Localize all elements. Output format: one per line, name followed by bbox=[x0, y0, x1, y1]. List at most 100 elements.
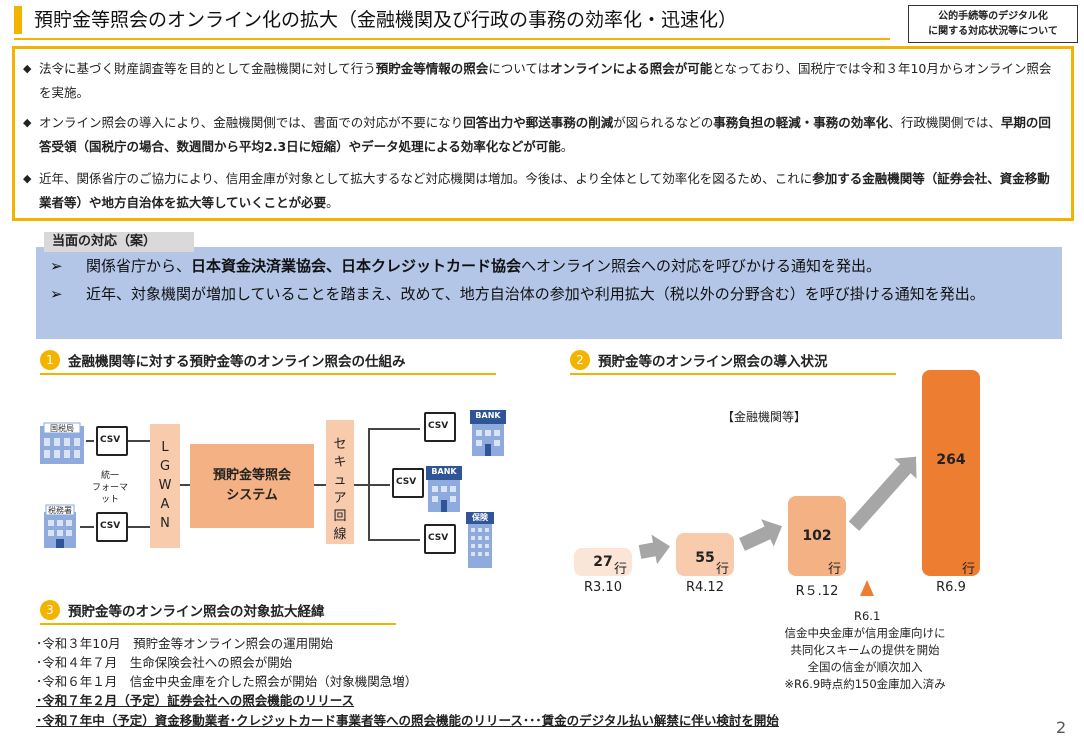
lgwan-char: L bbox=[161, 440, 169, 455]
section-underline bbox=[570, 373, 896, 375]
title-underline bbox=[14, 38, 890, 40]
bar-R５.12 bbox=[788, 496, 846, 576]
section-number: 2 bbox=[570, 350, 590, 370]
connector-line bbox=[354, 484, 368, 486]
annotation-marker-icon bbox=[860, 580, 874, 596]
tax-office-label: 税務署 bbox=[48, 506, 72, 515]
bar-R3.10 bbox=[574, 548, 632, 576]
inquiry-system-box: 預貯金等照会 システム bbox=[190, 444, 314, 528]
secure-char: 回 bbox=[333, 509, 347, 524]
connector-line bbox=[368, 428, 420, 430]
bank-building-icon: BANK bbox=[470, 410, 506, 456]
csv-label: CSV bbox=[428, 421, 449, 431]
summary-text: 法令に基づく財産調査等を目的として金融機関に対して行う bbox=[39, 61, 376, 76]
page-number: 2 bbox=[1056, 718, 1067, 737]
summary-text: 。 bbox=[560, 139, 574, 154]
bar-unit-label: 行 bbox=[962, 562, 976, 577]
summary-bold: 事務負担の軽減・事務の効率化 bbox=[713, 115, 889, 130]
summary-text: については bbox=[488, 61, 551, 76]
header-badge-line2: に関する対応状況等について bbox=[928, 26, 1058, 37]
summary-bold: 早期の回答受領（国税庁の場合、数週間から平均2.3日に短縮）やデータ処理による効… bbox=[39, 115, 1051, 154]
bar-R4.12 bbox=[676, 533, 734, 576]
bar-value-label: 102 bbox=[802, 528, 832, 545]
summary-item-2: ◆ オンライン照会の導入により、金融機関側では、書面での対応が不要になり回答出力… bbox=[23, 111, 1059, 159]
response-item-1: ➢ 関係省庁から、日本資金決済業協会、日本クレジットカード協会へオンライン照会へ… bbox=[50, 253, 1046, 279]
arrow-bullet-icon: ➢ bbox=[50, 257, 63, 275]
connector-line bbox=[368, 484, 390, 486]
summary-box: ◆ 法令に基づく財産調査等を目的として金融機関に対して行う預貯金等情報の照会につ… bbox=[12, 46, 1074, 221]
summary-text: 。 bbox=[326, 195, 339, 210]
secure-char: 線 bbox=[333, 527, 347, 542]
summary-item-3: ◆ 近年、関係省庁のご協力により、信用金庫が対象として拡大するなど対応機関は増加… bbox=[23, 167, 1059, 215]
connector-line bbox=[180, 484, 190, 486]
annotation-label: R6.1 bbox=[854, 609, 881, 623]
csv-file-icon: CSV bbox=[392, 468, 424, 498]
unified-format-label: 統一 フォーマット bbox=[88, 470, 132, 506]
annotation-line: ※R6.9時点約150金庫加入済み bbox=[784, 677, 946, 691]
diamond-bullet-icon: ◆ bbox=[23, 172, 32, 185]
secure-char: セ bbox=[333, 437, 347, 452]
csv-file-icon: CSV bbox=[424, 524, 456, 554]
growth-arrow-icon bbox=[848, 456, 917, 531]
bank-label: BANK bbox=[431, 467, 457, 476]
header-badge: 公的手続等のデジタル化 に関する対応状況等について bbox=[908, 5, 1078, 43]
summary-bold: オンラインによる照会が可能 bbox=[550, 61, 713, 76]
tax-agency-building-icon: 国税局 bbox=[38, 422, 86, 464]
connector-line bbox=[368, 539, 420, 541]
header-badge-line1: 公的手続等のデジタル化 bbox=[938, 11, 1048, 22]
summary-item-1: ◆ 法令に基づく財産調査等を目的として金融機関に対して行う預貯金等情報の照会につ… bbox=[23, 57, 1059, 105]
bank-building-icon: BANK bbox=[426, 466, 462, 512]
arrow-bullet-icon: ➢ bbox=[50, 285, 63, 303]
response-text: 関係省庁から、 bbox=[86, 257, 192, 275]
history-item: ･令和６年１月 信金中央金庫を介した照会が開始（対象機関急増） bbox=[36, 674, 418, 689]
lgwan-char: G bbox=[159, 459, 171, 474]
lgwan-char: W bbox=[158, 478, 172, 493]
connector-line bbox=[86, 440, 94, 442]
summary-bold: 回答出力や郵送事務の削減 bbox=[463, 115, 614, 130]
bar-value-label: 27 bbox=[593, 554, 613, 570]
growth-arrow-icon bbox=[739, 519, 782, 551]
secure-char: ュ bbox=[333, 473, 347, 488]
csv-label: CSV bbox=[100, 521, 121, 531]
tax-agency-label: 国税局 bbox=[50, 424, 74, 433]
annotation-line: 共同化スキームの提供を開始 bbox=[790, 643, 940, 657]
section-number: 1 bbox=[40, 350, 60, 370]
page-title: 預貯金等照会のオンライン化の拡大（金融機関及び行政の事務の効率化・迅速化） bbox=[34, 9, 738, 31]
connector-line bbox=[80, 526, 94, 528]
history-item: ･令和４年７月 生命保険会社への照会が開始 bbox=[36, 655, 293, 670]
tax-office-building-icon: 税務署 bbox=[42, 504, 78, 548]
section-underline bbox=[40, 373, 496, 375]
secure-char: ア bbox=[333, 491, 347, 506]
chart-subtitle: 【金融機関等】 bbox=[722, 410, 807, 424]
summary-text: 近年、関係省庁のご協力により、信用金庫が対象として拡大するなど対応機関は増加。今… bbox=[39, 171, 813, 186]
connector-line bbox=[128, 440, 150, 442]
system-label: システム bbox=[226, 488, 278, 503]
format-line: フォーマット bbox=[91, 483, 128, 505]
diamond-bullet-icon: ◆ bbox=[23, 116, 32, 129]
section-1-heading: 1 金融機関等に対する預貯金等のオンライン照会の仕組み bbox=[40, 348, 496, 375]
section-underline bbox=[40, 623, 396, 625]
bar-R6.9 bbox=[922, 370, 980, 576]
insurance-label: 保険 bbox=[472, 513, 488, 522]
section-title: 金融機関等に対する預貯金等のオンライン照会の仕組み bbox=[68, 354, 406, 370]
secure-char: キ bbox=[333, 455, 347, 470]
csv-file-icon: CSV bbox=[96, 426, 128, 456]
category-label: R4.12 bbox=[686, 580, 724, 595]
bar-value-label: 55 bbox=[695, 550, 715, 567]
category-label: R3.10 bbox=[584, 580, 622, 595]
section-title: 預貯金等のオンライン照会の対象拡大経緯 bbox=[68, 604, 325, 620]
bar-unit-label: 行 bbox=[716, 562, 730, 577]
secure-line-box: セ キ ュ ア 回 線 bbox=[326, 420, 354, 544]
response-box: ➢ 関係省庁から、日本資金決済業協会、日本クレジットカード協会へオンライン照会へ… bbox=[36, 247, 1062, 339]
summary-text: オンライン照会の導入により、金融機関側では、書面での対応が不要になり bbox=[39, 115, 464, 130]
title-accent-bar bbox=[14, 6, 22, 34]
history-item: ･令和３年10月 預貯金等オンライン照会の運用開始 bbox=[36, 636, 334, 651]
category-label: R6.9 bbox=[936, 580, 966, 595]
growth-arrow-icon bbox=[638, 534, 670, 565]
category-label: R５.12 bbox=[795, 584, 839, 599]
bank-label: BANK bbox=[475, 411, 501, 420]
diamond-bullet-icon: ◆ bbox=[23, 62, 32, 75]
section-title: 預貯金等のオンライン照会の導入状況 bbox=[598, 354, 828, 370]
csv-label: CSV bbox=[396, 477, 417, 487]
